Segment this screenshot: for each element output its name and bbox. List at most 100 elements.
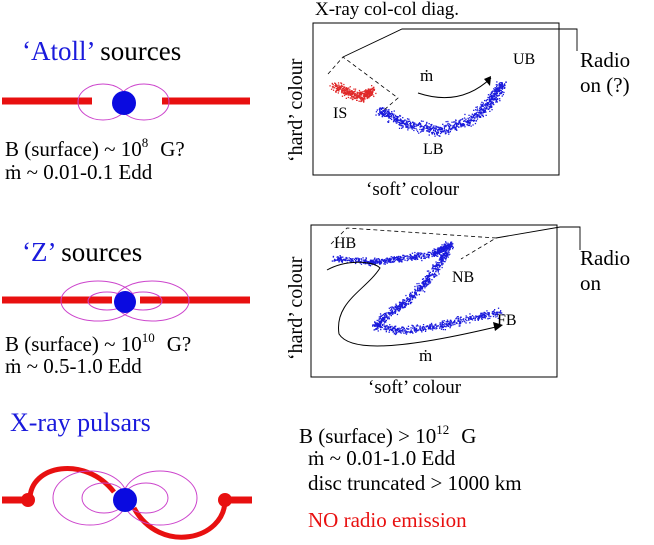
atoll-island-state-point [345,87,348,90]
z-normal-branch-point [438,264,440,266]
z-horizontal-branch-point [409,255,411,258]
z-normal-branch-point [420,289,422,291]
z-flaring-branch-point [468,318,470,320]
z-flaring-branch-point [414,329,416,332]
z-flaring-branch-point [414,327,416,330]
z-horizontal-branch-point [354,258,356,260]
z-flaring-branch-point [444,323,446,325]
z-horizontal-branch-point [382,260,385,262]
atoll-banana-branch-point [421,130,423,132]
z-flaring-branch-point [459,325,461,327]
z-flaring-branch-point [395,330,397,332]
z-flaring-branch-point [443,320,445,322]
atoll-banana-branch-point [439,130,442,132]
z-flaring-branch-point [373,324,375,326]
atoll-banana-branch-point [482,112,484,114]
atoll-banana-branch-point [404,124,407,126]
atoll-banana-branch-point [425,123,427,126]
z-normal-branch-point [444,261,446,263]
atoll-island-state-point [364,92,366,94]
atoll-banana-branch-point [467,117,469,119]
z-flaring-branch-point [477,316,480,319]
z-flaring-branch-point [471,315,474,317]
atoll-banana-branch-point [486,106,488,108]
atoll-banana-branch-point [399,119,401,121]
z-flaring-branch-point [414,329,417,331]
z-normal-branch-point [425,279,427,281]
z-horizontal-branch-point [431,255,433,258]
atoll-banana-branch-point [463,123,465,125]
z-flaring-branch-point [423,326,425,328]
z-normal-branch-point [391,309,393,311]
atoll-banana-branch-point [501,86,503,88]
z-horizontal-branch-point [336,259,338,261]
z-flaring-branch-point [483,316,485,318]
z-flaring-branch-point [415,327,418,330]
atoll-island-state-point [360,91,363,94]
z-horizontal-branch-point [390,259,392,261]
z-flaring-branch-point [459,317,461,319]
z-horizontal-branch-point [332,255,335,258]
z-normal-branch-point [441,266,443,269]
z-normal-branch-point [443,250,445,252]
atoll-banana-branch-point [489,106,491,108]
z-flaring-branch-point [378,325,380,327]
z-flaring-branch-point [461,321,463,323]
atoll-banana-branch-point [381,113,383,115]
atoll-banana-branch-point [499,93,501,95]
atoll-banana-branch-point [390,117,392,120]
atoll-banana-branch-point [494,94,496,96]
atoll-banana-branch-point [469,123,471,125]
atoll-banana-branch-point [500,91,502,94]
atoll-banana-branch-point [475,112,477,114]
z-flaring-branch-point [378,324,380,326]
z-normal-branch-point [400,305,402,308]
z-horizontal-branch-point [442,246,444,248]
z-horizontal-branch-point [441,249,444,251]
z-flaring-branch-point [402,326,404,329]
atoll-banana-branch-point [461,123,464,125]
z-y-axis-label: ‘hard’ colour [285,256,307,360]
z-flaring-branch-point [424,330,427,332]
atoll-banana-branch-point [505,81,507,83]
atoll-banana-branch-point [432,127,434,130]
z-flaring-branch-point [443,323,445,326]
z-x-axis-label: ‘soft’ colour [368,377,462,398]
atoll-banana-branch-point [501,82,503,84]
atoll-banana-branch-point [397,121,399,123]
atoll-banana-branch-point [455,127,457,129]
atoll-banana-branch-point [379,113,381,115]
atoll-banana-branch-point [458,120,460,122]
z-horizontal-branch-point [440,248,442,250]
atoll-island-state-point [367,96,369,99]
z-horizontal-branch-point [377,261,379,263]
z-flaring-branch-point [393,333,395,335]
atoll-banana-branch-point [440,131,443,134]
z-flaring-branch-point [386,328,388,330]
atoll-banana-branch-point [482,102,484,104]
atoll-banana-branch-point [394,114,397,117]
atoll-banana-branch-point [488,107,491,109]
z-horizontal-branch-point [396,257,398,260]
z-horizontal-branch-point [388,258,391,260]
atoll-banana-branch-point [406,126,408,128]
z-normal-branch-point [379,320,381,322]
atoll-island-state-point [353,88,355,90]
z-normal-branch-point [403,306,406,308]
atoll-banana-branch-point [456,129,458,131]
atoll-island-state-point [363,97,365,99]
z-normal-branch-point [414,290,416,292]
atoll-banana-branch-point [491,105,493,107]
atoll-island-state-point [343,88,345,90]
pulsar-sketch [2,466,252,540]
z-normal-branch-point [427,277,429,279]
atoll-banana-branch-point [393,119,396,121]
atoll-banana-branch-point [493,95,495,97]
z-flaring-branch-point [480,312,483,314]
z-normal-branch-point [388,318,390,320]
z-normal-branch-point [435,270,437,272]
z-flaring-branch-point [453,321,455,323]
atoll-island-state-point [343,92,345,94]
z-radio-note-line1: Radio [580,246,631,270]
atoll-banana-branch-point [407,121,409,123]
